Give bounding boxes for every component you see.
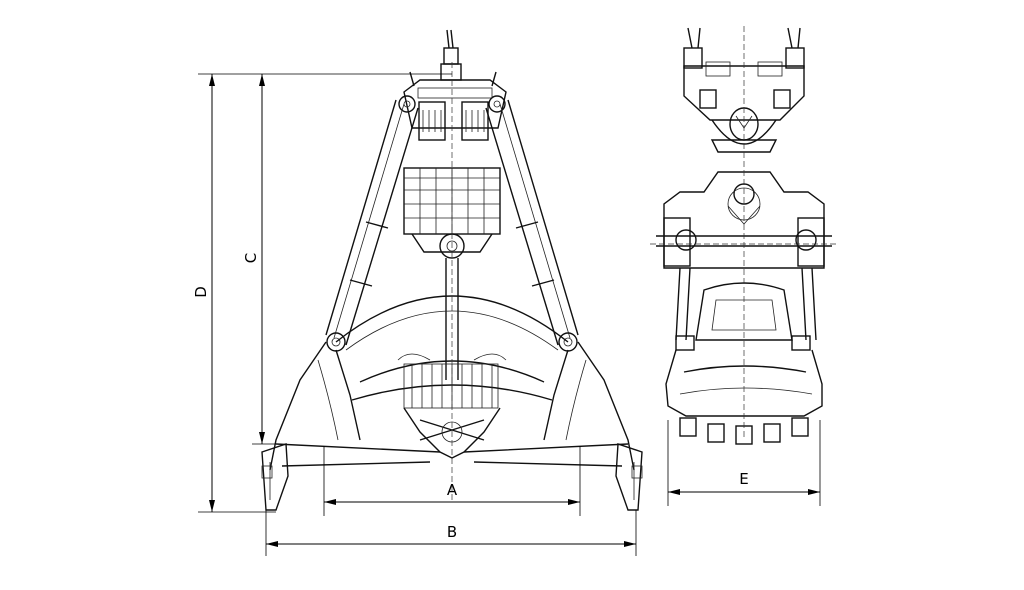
left-strut [325, 99, 419, 352]
dimension-e [668, 489, 820, 495]
jaw-bottom [261, 443, 643, 511]
side-bucket [665, 349, 823, 445]
dimension-c [259, 74, 265, 444]
side-body [656, 171, 832, 351]
dimension-label-b: B [447, 523, 457, 541]
dimension-lines [198, 73, 821, 556]
dimension-d [209, 74, 215, 512]
dimension-label-d: D [192, 286, 210, 298]
lifting-hook [440, 29, 462, 81]
dimension-label-e: E [739, 470, 748, 488]
side-view [650, 26, 838, 445]
head-block [398, 71, 507, 141]
front-view [261, 29, 643, 511]
dimension-b [266, 541, 636, 547]
dimension-label-a: A [447, 481, 458, 499]
dimension-label-c: C [242, 253, 260, 263]
right-strut [485, 99, 579, 352]
dimension-a [324, 499, 580, 505]
